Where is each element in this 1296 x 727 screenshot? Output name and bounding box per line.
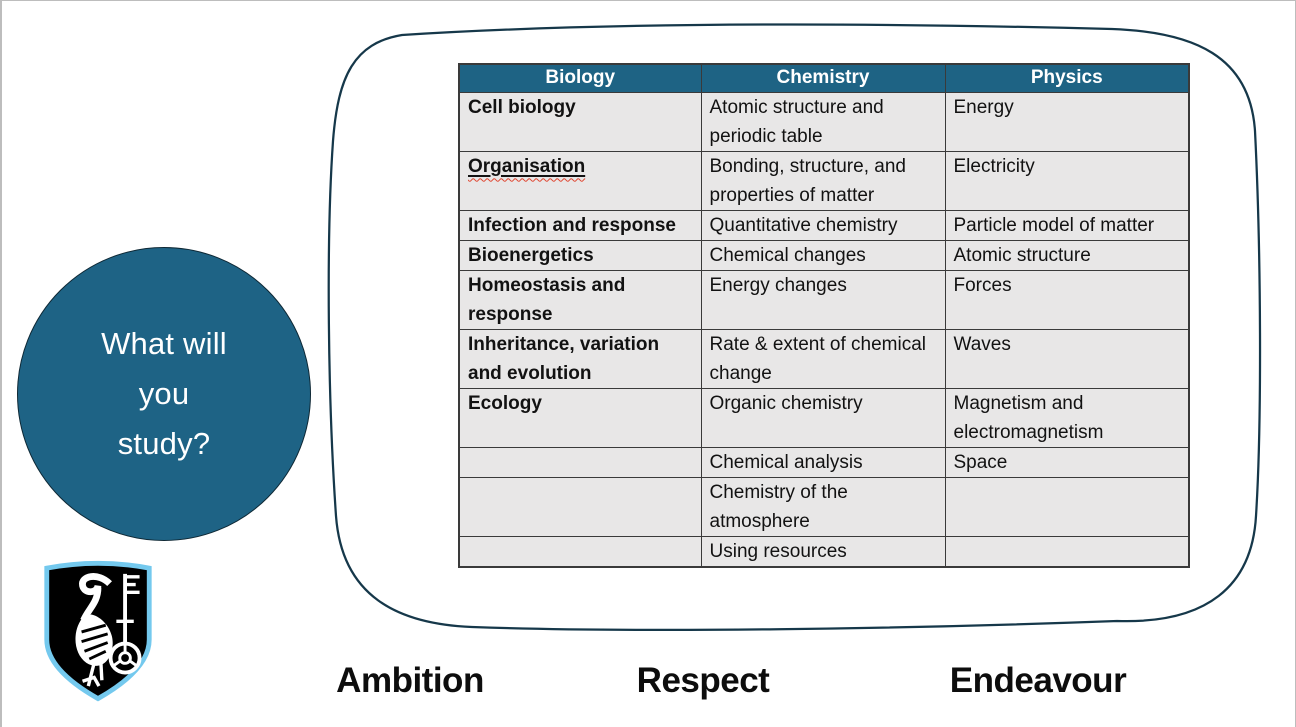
table-cell[interactable]: Forces: [944, 269, 1190, 330]
table-cell[interactable]: Chemical changes: [700, 239, 946, 271]
table-cell[interactable]: Quantitative chemistry: [700, 209, 946, 241]
table-cell[interactable]: Space: [944, 446, 1190, 478]
table-cell[interactable]: Atomic structure and periodic table: [700, 91, 946, 152]
table-cell[interactable]: Atomic structure: [944, 239, 1190, 271]
table-cell[interactable]: Bioenergetics: [458, 239, 702, 271]
table-cell[interactable]: Particle model of matter: [944, 209, 1190, 241]
table-cell[interactable]: [944, 535, 1190, 567]
heron-icon: [75, 573, 113, 687]
table-row: Chemistry of the atmosphere: [458, 476, 1190, 537]
misspelled-word: Organisation: [468, 155, 586, 177]
question-line: What will: [101, 326, 227, 361]
table-cell[interactable]: [458, 535, 702, 567]
table-cell[interactable]: Waves: [944, 328, 1190, 389]
table-header-row: Biology Chemistry Physics: [458, 63, 1190, 93]
table-cell[interactable]: [458, 476, 702, 537]
question-line: you: [138, 376, 190, 411]
column-header-chemistry[interactable]: Chemistry: [700, 63, 946, 93]
table-row: Cell biology Atomic structure and period…: [458, 91, 1190, 152]
table-cell[interactable]: Magnetism and electromagnetism: [944, 387, 1190, 448]
table-row: Infection and response Quantitative chem…: [458, 209, 1190, 241]
table-cell[interactable]: Organisation: [458, 150, 702, 211]
table-cell[interactable]: Homeostasis and response: [458, 269, 702, 330]
table-row: Bioenergetics Chemical changes Atomic st…: [458, 239, 1190, 271]
column-header-biology[interactable]: Biology: [458, 63, 702, 93]
table-cell[interactable]: Chemistry of the atmosphere: [700, 476, 946, 537]
table-cell[interactable]: Rate & extent of chemical change: [700, 328, 946, 389]
table-row: Inheritance, variation and evolution Rat…: [458, 328, 1190, 389]
question-circle-shape[interactable]: What will you study?: [17, 247, 311, 541]
table-cell[interactable]: Electricity: [944, 150, 1190, 211]
question-text: What will you study?: [101, 319, 227, 469]
value-word-ambition[interactable]: Ambition: [336, 661, 484, 700]
table-cell[interactable]: [944, 476, 1190, 537]
table-cell[interactable]: Cell biology: [458, 91, 702, 152]
school-crest-logo[interactable]: [40, 555, 156, 705]
table-cell[interactable]: Energy: [944, 91, 1190, 152]
table-cell[interactable]: Bonding, structure, and properties of ma…: [700, 150, 946, 211]
table-cell[interactable]: Using resources: [700, 535, 946, 567]
table-cell[interactable]: Ecology: [458, 387, 702, 448]
key-icon: [108, 573, 142, 675]
table-row: Using resources: [458, 535, 1190, 567]
table-cell[interactable]: Organic chemistry: [700, 387, 946, 448]
table-row: Homeostasis and response Energy changes …: [458, 269, 1190, 330]
table-cell[interactable]: Infection and response: [458, 209, 702, 241]
value-word-endeavour[interactable]: Endeavour: [949, 661, 1127, 700]
table-cell[interactable]: Inheritance, variation and evolution: [458, 328, 702, 389]
value-word-respect[interactable]: Respect: [636, 661, 770, 700]
question-line: study?: [117, 426, 211, 461]
table-row: Organisation Bonding, structure, and pro…: [458, 150, 1190, 211]
table-cell[interactable]: [458, 446, 702, 478]
table-cell[interactable]: Chemical analysis: [700, 446, 946, 478]
table-row: Chemical analysis Space: [458, 446, 1190, 478]
table-row: Ecology Organic chemistry Magnetism and …: [458, 387, 1190, 448]
table-cell[interactable]: Energy changes: [700, 269, 946, 330]
curriculum-table[interactable]: Biology Chemistry Physics Cell biology A…: [458, 63, 1190, 568]
column-header-physics[interactable]: Physics: [944, 63, 1190, 93]
